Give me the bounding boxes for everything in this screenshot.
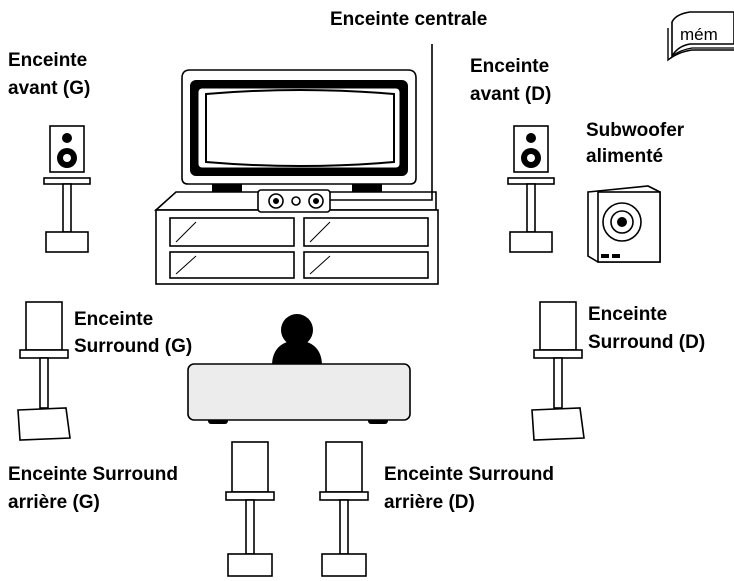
center-speaker-pointer [330, 44, 433, 201]
label-front-right-line1: Enceinte [470, 56, 549, 77]
surround-left-speaker [17, 301, 71, 441]
front-left-speaker [43, 125, 91, 253]
label-surround-right-line1: Enceinte [588, 304, 667, 325]
label-front-left-line2: avant (G) [8, 78, 90, 99]
tv-set [181, 69, 417, 204]
memo-badge-text: mém [680, 25, 718, 44]
surround-back-right-speaker [319, 441, 369, 577]
label-front-right-line2: avant (D) [470, 84, 551, 105]
label-surround-left-line2: Surround (G) [74, 336, 192, 357]
listener-icon [272, 314, 322, 366]
surround-right-speaker [531, 301, 585, 441]
memo-book-icon: mém [667, 11, 734, 62]
label-surround-back-left-line2: arrière (G) [8, 492, 100, 513]
front-right-speaker [507, 125, 555, 253]
label-front-left-line1: Enceinte [8, 50, 87, 71]
center-speaker [257, 189, 331, 213]
label-surround-back-left-line1: Enceinte Surround [8, 464, 178, 485]
label-subwoofer-line1: Subwoofer [586, 120, 685, 141]
label-surround-right-line2: Surround (D) [588, 332, 705, 353]
tv-cabinet [153, 191, 439, 285]
label-subwoofer-line2: alimenté [586, 146, 663, 167]
surround-back-left-speaker [225, 441, 275, 577]
label-surround-back-right-line1: Enceinte Surround [384, 464, 554, 485]
label-surround-left-line1: Enceinte [74, 309, 153, 330]
label-center-speaker: Enceinte centrale [330, 9, 487, 30]
label-surround-back-right-line2: arrière (D) [384, 492, 475, 513]
powered-subwoofer [587, 185, 661, 263]
sofa [187, 363, 411, 424]
